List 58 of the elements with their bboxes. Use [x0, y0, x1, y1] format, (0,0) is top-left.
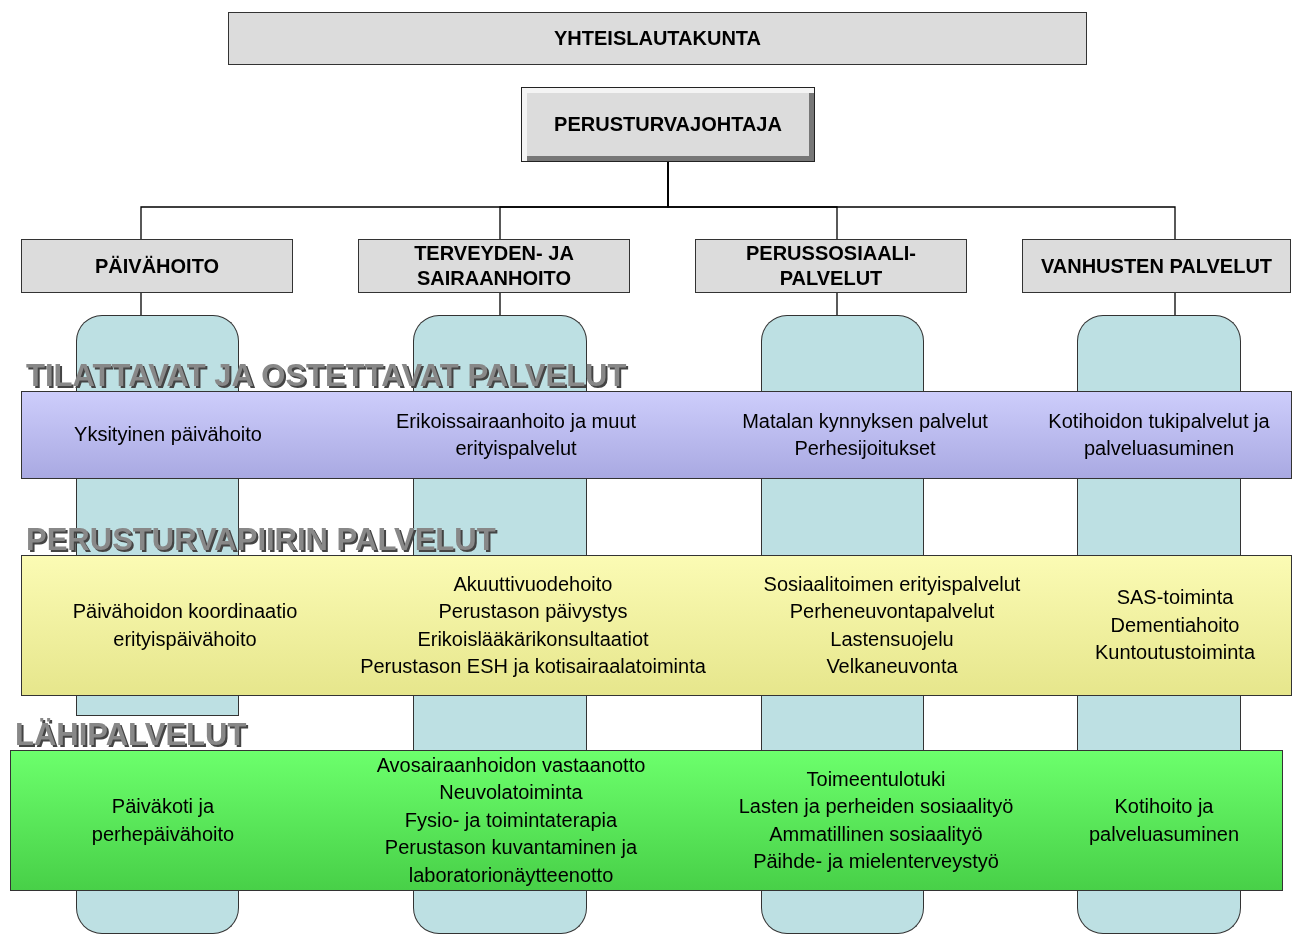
box-title: PERUSSOSIAALI- PALVELUT: [745, 241, 917, 291]
department-box: [358, 239, 630, 293]
service-text: Kotihoidon tukipalvelut ja palveluasuminen: [1047, 408, 1271, 461]
connector-line: [667, 161, 1176, 240]
service-text: Perustason kuvantaminen ja laboratorionäytteenotto: [383, 835, 639, 888]
column-bar: [1077, 891, 1241, 934]
column-bar: [413, 695, 587, 750]
box-title: YHTEISLAUTAKUNTA: [553, 26, 762, 51]
service-text: Dementiahoito: [1110, 612, 1240, 638]
service-text: Perustason ESH ja kotisairaalatoiminta: [360, 654, 706, 679]
service-text: Toimeentulotuki: [806, 766, 946, 792]
connector-line: [140, 292, 142, 316]
service-text: Erikoissairaanhoito ja muut erityispalvelut: [394, 408, 638, 461]
service-text: Neuvolatoiminta: [439, 780, 583, 806]
box-title: PÄIVÄHOITO: [93, 253, 221, 279]
connector-line: [1174, 292, 1176, 316]
column-bar: [413, 891, 587, 934]
column-bar: [76, 695, 239, 716]
service-text: erityispäivähoito: [113, 626, 257, 652]
column-bar: [761, 478, 924, 555]
service-text: Perhesijoitukset: [794, 436, 936, 461]
column-bar: [76, 891, 239, 934]
column-bar: [1077, 315, 1241, 391]
service-text: Perheneuvontapalvelut: [789, 599, 995, 624]
box-title: TERVEYDEN- JA SAIRAANHOITO: [413, 241, 575, 291]
service-text: Fysio- ja toimintaterapia: [404, 807, 618, 833]
service-text: Erikoislääkärikonsultaatiot: [417, 626, 649, 652]
tier-heading: LÄHIPALVELUT: [15, 717, 247, 753]
board-box: [228, 12, 1087, 65]
service-text: Lasten ja perheiden sosiaalityö: [738, 794, 1014, 819]
service-text: Perustason päivystys: [438, 599, 628, 624]
service-text: Päivähoidon koordinaatio: [72, 599, 298, 624]
service-text: Yksityinen päivähoito: [74, 422, 262, 448]
department-box: [21, 239, 293, 293]
service-text: Velkaneuvonta: [826, 654, 958, 679]
box-title: PERUSTURVAJOHTAJA: [553, 113, 783, 136]
service-text: Sosiaalitoimen erityispalvelut: [763, 571, 1021, 597]
service-text: Kuntoutustoiminta: [1094, 640, 1256, 666]
column-bar: [1077, 478, 1241, 555]
box-title: VANHUSTEN PALVELUT: [1039, 253, 1274, 279]
column-bar: [761, 891, 924, 934]
director-box: [521, 87, 815, 162]
connector-line: [836, 292, 838, 316]
service-text: Päiväkoti ja perhepäivähoito: [90, 794, 236, 847]
department-box: [695, 239, 967, 293]
connector-line: [499, 292, 501, 316]
service-text: Kotihoito ja palveluasuminen: [1087, 794, 1241, 847]
department-box: [1022, 239, 1291, 293]
service-text: Matalan kynnyksen palvelut: [742, 408, 988, 434]
service-text: Ammatillinen sosiaalityö: [769, 821, 983, 847]
column-bar: [761, 315, 924, 391]
column-bar: [761, 695, 924, 750]
service-text: Akuuttivuodehoito: [453, 571, 613, 597]
service-text: Päihde- ja mielenterveystyö: [753, 849, 999, 874]
service-text: Lastensuojelu: [830, 626, 954, 652]
column-bar: [1077, 695, 1241, 750]
service-text: SAS-toiminta: [1116, 585, 1234, 611]
service-text: Avosairaanhoidon vastaanotto: [376, 752, 646, 778]
